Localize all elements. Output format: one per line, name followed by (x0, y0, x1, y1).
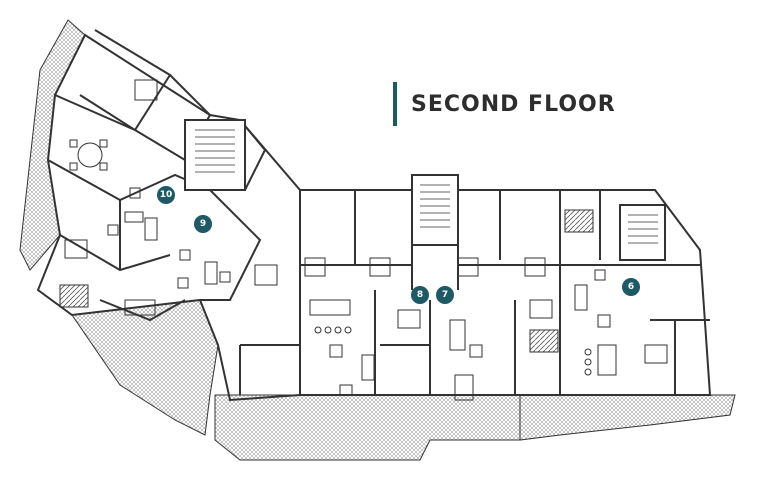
terrace-south-east (519, 394, 736, 441)
terraces (19, 19, 736, 461)
bathrooms (64, 79, 668, 364)
title-accent-bar (393, 82, 397, 126)
stair-treads (195, 129, 658, 244)
unit-badge-6: 6 (622, 278, 640, 296)
furniture (69, 139, 617, 401)
unit-badge-7: 7 (436, 286, 454, 304)
building-walls (36, 29, 712, 402)
terrace-west (19, 19, 86, 271)
beds (59, 209, 594, 353)
terrace-south (214, 394, 521, 461)
terrace-south-west (71, 299, 219, 436)
unit-badge-10: 10 (157, 186, 175, 204)
unit-badge-9: 9 (194, 215, 212, 233)
floor-title: SECOND FLOOR (411, 91, 616, 117)
unit-badge-8: 8 (411, 286, 429, 304)
floor-title-block: SECOND FLOOR (393, 82, 616, 126)
